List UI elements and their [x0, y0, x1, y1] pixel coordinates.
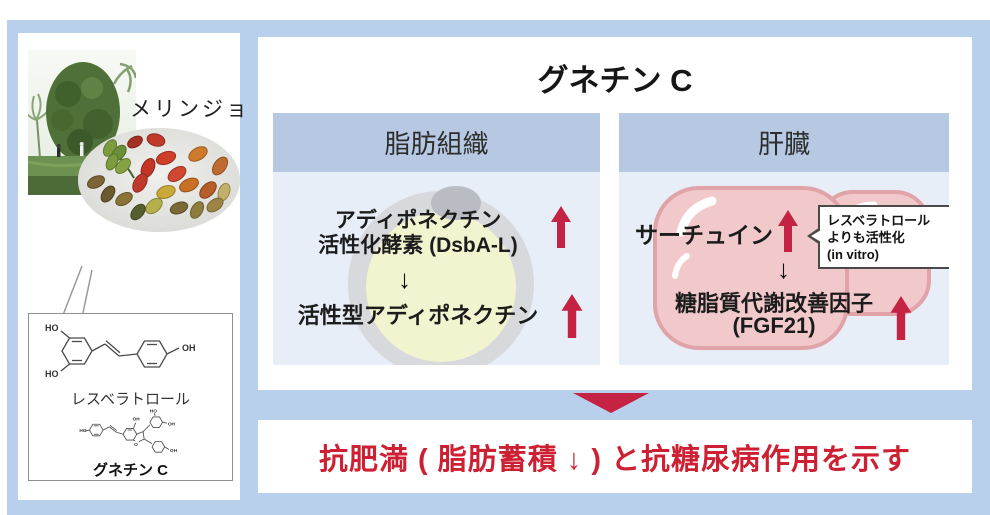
left-card: メリンジョ — [18, 33, 247, 500]
melinjo-photo-label: メリンジョ — [130, 98, 250, 121]
chemical-structure-box: HO HO OH レスベラトロール — [28, 313, 233, 481]
big-down-triangle-icon — [573, 393, 649, 413]
liver-panel: 肝臓 サーチュイン レスベラトロ — [619, 113, 949, 365]
adipose-header: 脂肪組織 — [273, 113, 600, 172]
main-diagram-panel: グネチン C 脂肪組織 アディポネクチン 活性化酵素 (DsbA-L) ↓ 活性… — [258, 37, 972, 390]
atom-label: OH — [182, 343, 196, 353]
down-arrow-icon: ↓ — [398, 264, 411, 294]
adipose-panel: 脂肪組織 アディポネクチン 活性化酵素 (DsbA-L) ↓ 活性型アディポネク… — [273, 113, 600, 365]
metabolism-factor-text: 糖脂質代謝改善因子 — [674, 291, 873, 316]
adiponectin-enzyme-line2: 活性化酵素 (DsbA-L) — [318, 234, 518, 257]
callout-tail — [811, 230, 821, 242]
gnetin-c-structure: HO OH HO OH O OH — [79, 409, 177, 454]
atom-label: HO — [45, 323, 59, 333]
down-arrow-icon: ↓ — [777, 254, 790, 284]
fgf21-text: (FGF21) — [732, 313, 816, 338]
adipose-body: アディポネクチン 活性化酵素 (DsbA-L) ↓ 活性型アディポネクチン — [273, 172, 600, 365]
callout-line: (in vitro) — [827, 247, 879, 263]
callout-bubble: レスベラトロール よりも活性化 (in vitro) — [807, 205, 949, 270]
up-arrow-icon — [561, 294, 583, 338]
up-arrow-icon — [778, 210, 798, 252]
adiponectin-enzyme-line1: アディポネクチン — [334, 209, 502, 232]
sirtuin-text: サーチュイン — [635, 222, 773, 248]
liver-body: サーチュイン レスベラトロール よりも活性化 (in vitro) ↓ 糖脂質代… — [619, 172, 949, 365]
gnetin-c-label: グネチン C — [92, 462, 168, 479]
liver-header: 肝臓 — [619, 113, 949, 172]
adipocyte-illustration — [348, 186, 534, 365]
atom-label: OH — [169, 448, 177, 454]
active-adiponectin-text: 活性型アディポネクチン — [297, 303, 539, 328]
atom-label: O — [134, 442, 138, 448]
callout-line: よりも活性化 — [827, 230, 905, 246]
up-arrow-icon — [890, 296, 912, 340]
conclusion-text: 抗肥満 ( 脂肪蓄積 ↓ ) と抗糖尿病作用を示す — [318, 443, 912, 476]
up-arrow-icon — [551, 206, 571, 248]
resveratrol-structure: HO HO OH — [45, 323, 196, 379]
atom-label: OH — [167, 421, 175, 427]
diagram-title: グネチン C — [537, 63, 693, 98]
atom-label: HO — [149, 409, 156, 415]
conclusion-banner: 抗肥満 ( 脂肪蓄積 ↓ ) と抗糖尿病作用を示す — [258, 420, 972, 493]
callout-line: レスベラトロール — [827, 213, 931, 228]
atom-label: HO — [79, 428, 86, 434]
resveratrol-label: レスベラトロール — [71, 391, 190, 408]
melinjo-seeds-photo — [78, 128, 240, 232]
atom-label: OH — [132, 417, 140, 423]
atom-label: HO — [45, 369, 59, 379]
